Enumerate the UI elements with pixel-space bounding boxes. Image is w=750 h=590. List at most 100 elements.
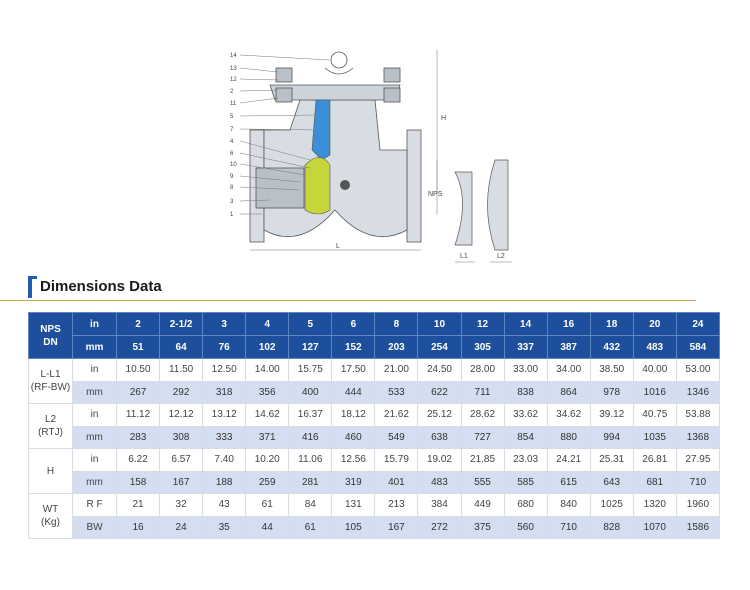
dim-nps: NPS — [428, 191, 443, 198]
row-group-label: L-L1(RF-BW) — [28, 358, 73, 404]
table-cell: 34.00 — [546, 358, 591, 382]
size-in-header: 14 — [503, 312, 548, 336]
table-cell: 401 — [374, 470, 419, 494]
heading-accent-bar — [28, 276, 32, 298]
table-cell: 24.21 — [546, 448, 591, 472]
table-cell: 483 — [417, 470, 462, 494]
row-unit: mm — [72, 380, 117, 404]
table-cell: 27.95 — [675, 448, 721, 472]
size-in-header: 4 — [245, 312, 290, 336]
part-number: 4 — [230, 139, 234, 145]
section-heading: Dimensions Data — [24, 274, 720, 300]
table-cell: 84 — [288, 493, 333, 517]
table-cell: 11.50 — [159, 358, 204, 382]
size-in-header: 6 — [331, 312, 376, 336]
table-cell: 854 — [503, 425, 548, 449]
section-title: Dimensions Data — [40, 278, 162, 295]
part-number: 1 — [230, 212, 234, 218]
table-cell: 1368 — [675, 425, 721, 449]
table-cell: 994 — [589, 425, 634, 449]
end-detail-views — [454, 159, 509, 251]
dim-l: L — [336, 243, 340, 250]
row-group-label-line1: L2 — [44, 414, 57, 425]
table-cell: 371 — [245, 425, 290, 449]
table-cell: 24.50 — [417, 358, 462, 382]
part-number: 8 — [230, 185, 234, 191]
table-cell: 39.12 — [589, 403, 634, 427]
table-cell: 38.50 — [589, 358, 634, 382]
table-cell: 61 — [288, 515, 333, 539]
table-cell: 400 — [288, 380, 333, 404]
table-cell: 710 — [546, 515, 591, 539]
table-cell: 53.00 — [675, 358, 721, 382]
table-cell: 356 — [245, 380, 290, 404]
part-labels: 14 13 12 2 11 5 7 4 6 10 9 8 3 1 — [230, 53, 237, 218]
table-cell: 26.81 — [632, 448, 677, 472]
table-cell: 167 — [159, 470, 204, 494]
dimension-lines — [250, 50, 512, 263]
size-in-header: 5 — [288, 312, 333, 336]
part-number: 14 — [230, 53, 237, 59]
row-group-label: H — [28, 448, 73, 494]
size-mm-header: 76 — [202, 335, 247, 359]
table-cell: 384 — [417, 493, 462, 517]
table-cell: 25.12 — [417, 403, 462, 427]
dim-l1: L1 — [460, 253, 468, 260]
row-group-label-line1: L-L1 — [40, 369, 61, 380]
size-in-header: 2 — [115, 312, 161, 336]
table-cell: 16 — [115, 515, 161, 539]
table-cell: 158 — [115, 470, 161, 494]
table-cell: 880 — [546, 425, 591, 449]
table-cell: 449 — [460, 493, 505, 517]
valve-drawing: 14 13 12 2 11 5 7 4 6 10 9 8 3 1 — [230, 50, 512, 263]
table-cell: 318 — [202, 380, 247, 404]
table-cell: 6.57 — [159, 448, 204, 472]
table-cell: 643 — [589, 470, 634, 494]
size-mm-header: 64 — [159, 335, 204, 359]
table-cell: 1586 — [675, 515, 721, 539]
table-cell: 33.00 — [503, 358, 548, 382]
table-cell: 585 — [503, 470, 548, 494]
table-cell: 35 — [202, 515, 247, 539]
table-cell: 828 — [589, 515, 634, 539]
table-cell: 28.62 — [460, 403, 505, 427]
size-in-header: 12 — [460, 312, 505, 336]
part-number: 6 — [230, 151, 234, 157]
size-mm-header: 432 — [589, 335, 634, 359]
table-cell: 1070 — [632, 515, 677, 539]
table-cell: 21 — [115, 493, 161, 517]
row-group-label: WT(Kg) — [28, 493, 73, 539]
table-cell: 105 — [331, 515, 376, 539]
size-mm-header: 254 — [417, 335, 462, 359]
row-unit: in — [72, 448, 117, 472]
row-unit: in — [72, 358, 117, 382]
table-cell: 292 — [159, 380, 204, 404]
table-cell: 23.03 — [503, 448, 548, 472]
table-cell: 21.00 — [374, 358, 419, 382]
table-cell: 213 — [374, 493, 419, 517]
table-cell: 40.75 — [632, 403, 677, 427]
table-cell: 11.12 — [115, 403, 161, 427]
dimension-labels: H NPS L L1 L2 — [336, 115, 505, 260]
valve-body — [249, 51, 422, 243]
table-cell: 61 — [245, 493, 290, 517]
table-cell: 460 — [331, 425, 376, 449]
part-number: 13 — [230, 66, 237, 72]
row-group-label-line1: H — [46, 465, 55, 477]
table-cell: 16.37 — [288, 403, 333, 427]
table-cell: 549 — [374, 425, 419, 449]
table-cell: 533 — [374, 380, 419, 404]
table-cell: 21.62 — [374, 403, 419, 427]
table-cell: 12.56 — [331, 448, 376, 472]
table-cell: 1016 — [632, 380, 677, 404]
dim-l2: L2 — [497, 253, 505, 260]
size-in-header: 24 — [675, 312, 721, 336]
size-in-header: 8 — [374, 312, 419, 336]
part-number: 9 — [230, 174, 234, 180]
row-unit: in — [72, 403, 117, 427]
table-cell: 560 — [503, 515, 548, 539]
